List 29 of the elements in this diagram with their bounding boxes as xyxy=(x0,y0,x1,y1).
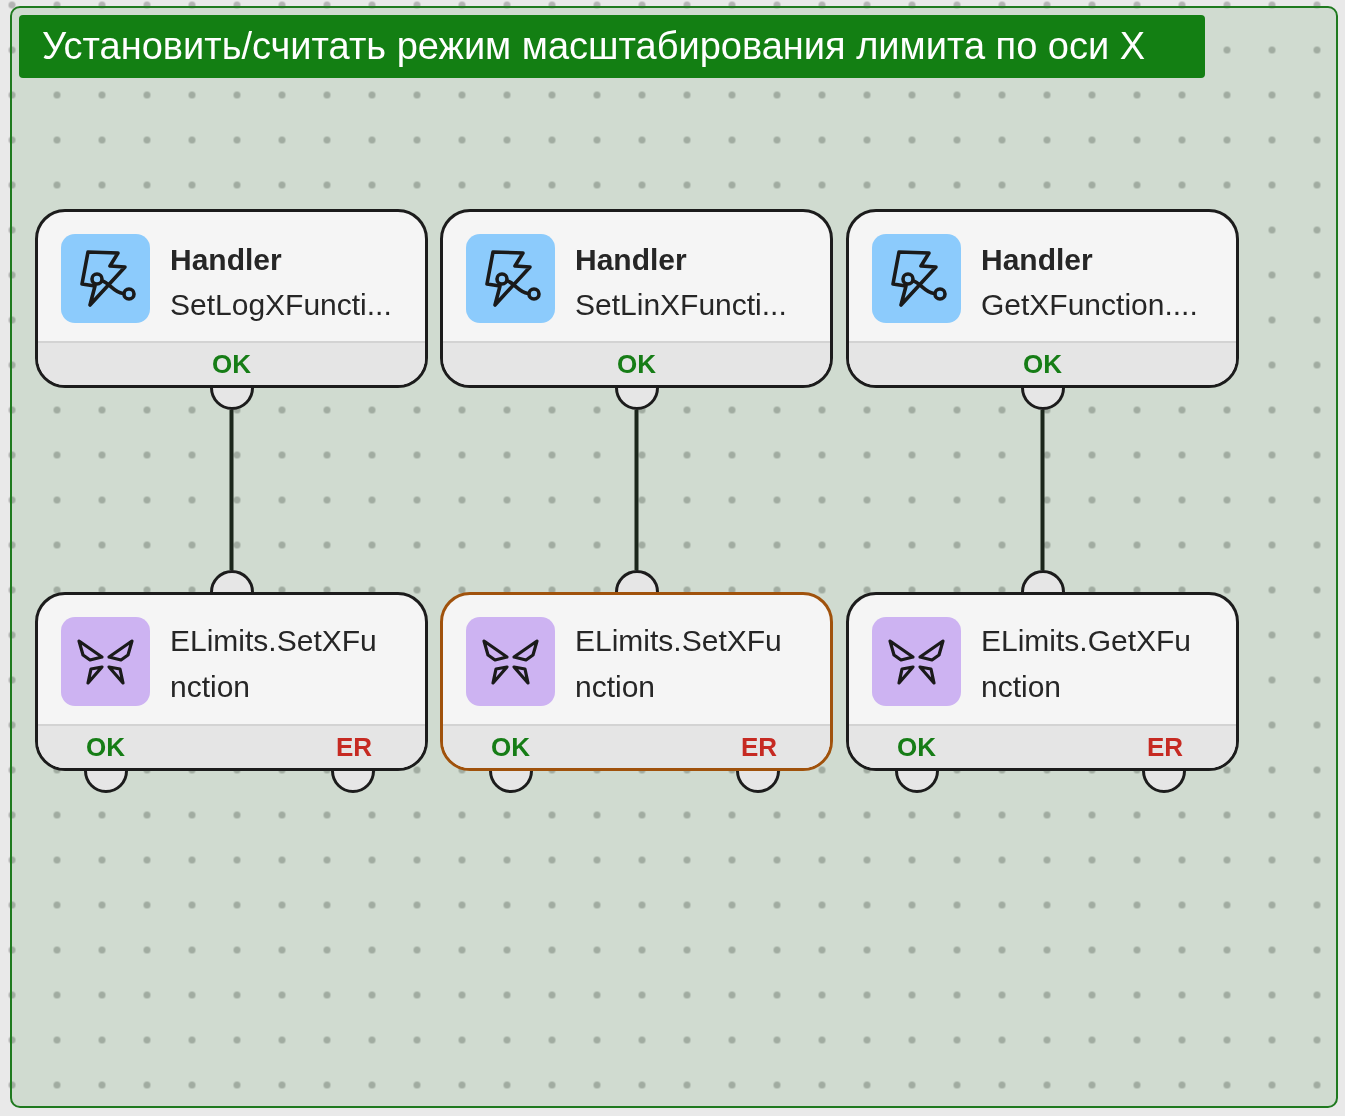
node-subtitle: GetXFunction.... xyxy=(981,287,1198,323)
node-subtitle: SetLinXFuncti... xyxy=(575,287,787,323)
group-title: Установить/считать режим масштабирования лимита по оси X xyxy=(19,15,1205,78)
port-label: ER xyxy=(335,734,372,760)
connector-line xyxy=(1040,410,1045,570)
port-label: OK xyxy=(897,734,936,760)
node-title: Handler xyxy=(575,242,688,278)
function-node xyxy=(440,592,833,771)
function-node xyxy=(846,592,1239,771)
handler-node xyxy=(846,209,1239,388)
node-title: Handler xyxy=(170,242,283,278)
port-label: OK xyxy=(86,734,125,760)
node-subtitle: SetLogXFuncti... xyxy=(170,287,392,323)
port-label: OK xyxy=(212,351,251,377)
port-label: OK xyxy=(1023,351,1062,377)
function-node xyxy=(35,592,428,771)
port-label: OK xyxy=(617,351,656,377)
port-label: ER xyxy=(740,734,777,760)
port-label: OK xyxy=(491,734,530,760)
handler-node xyxy=(35,209,428,388)
node-title: ELimits.GetXFunction xyxy=(981,623,1193,705)
node-title: ELimits.SetXFunction xyxy=(575,623,783,705)
connector-line xyxy=(634,410,639,570)
node-title: ELimits.SetXFunction xyxy=(170,623,378,705)
port-label: ER xyxy=(1146,734,1183,760)
node-title: Handler xyxy=(981,242,1094,278)
group-panel xyxy=(10,6,1338,1108)
handler-node xyxy=(440,209,833,388)
connector-line xyxy=(229,410,234,570)
